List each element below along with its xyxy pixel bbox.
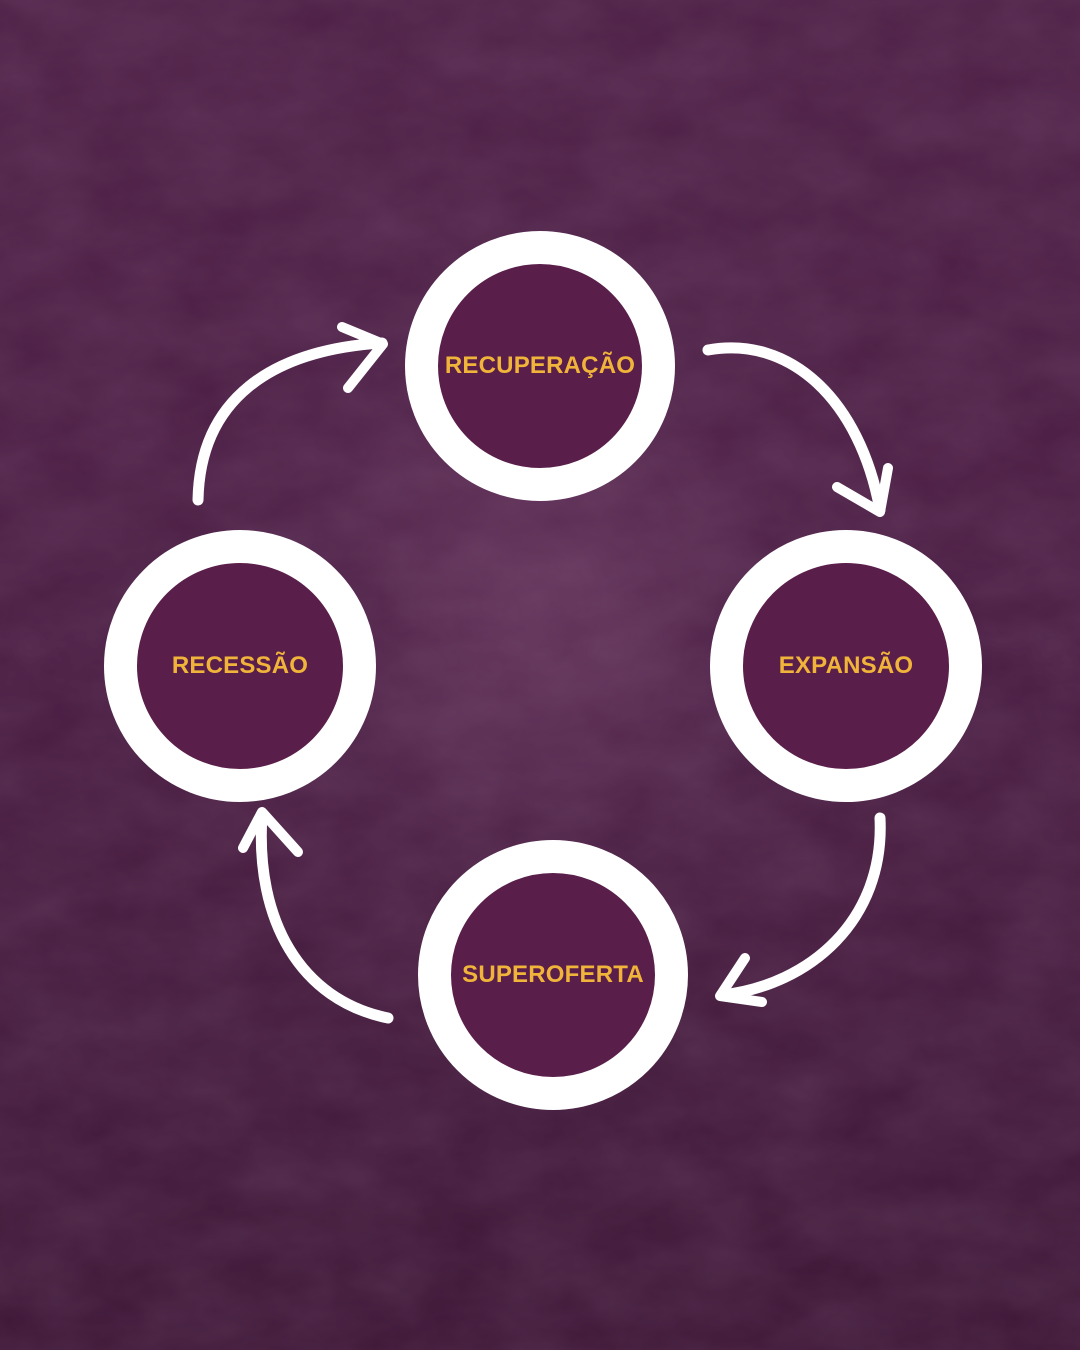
cycle-node-expansao: EXPANSÃO: [710, 530, 982, 802]
arrow-head-recuperacao-to-expansao: [832, 463, 893, 517]
arrow-expansao-to-superoferta: [716, 812, 886, 1001]
cycle-node-superoferta: SUPEROFERTA: [418, 840, 688, 1110]
cycle-node-label: RECESSÃO: [171, 652, 309, 679]
cycle-node-label: EXPANSÃO: [778, 652, 914, 679]
cycle-node-label: SUPEROFERTA: [462, 961, 644, 988]
arrow-recessao-to-recuperacao: [192, 337, 388, 506]
arrow-superoferta-to-recessao: [255, 809, 394, 1024]
cycle-node-label: RECUPERAÇÃO: [444, 352, 636, 379]
arrow-head-expansao-to-superoferta: [715, 953, 767, 1007]
arrow-recuperacao-to-expansao: [702, 342, 886, 516]
cycle-node-recuperacao: RECUPERAÇÃO: [405, 231, 675, 501]
cycle-node-recessao: RECESSÃO: [104, 530, 376, 802]
arrow-head-recessao-to-recuperacao: [337, 322, 388, 393]
arrow-head-superoferta-to-recessao: [238, 807, 303, 857]
